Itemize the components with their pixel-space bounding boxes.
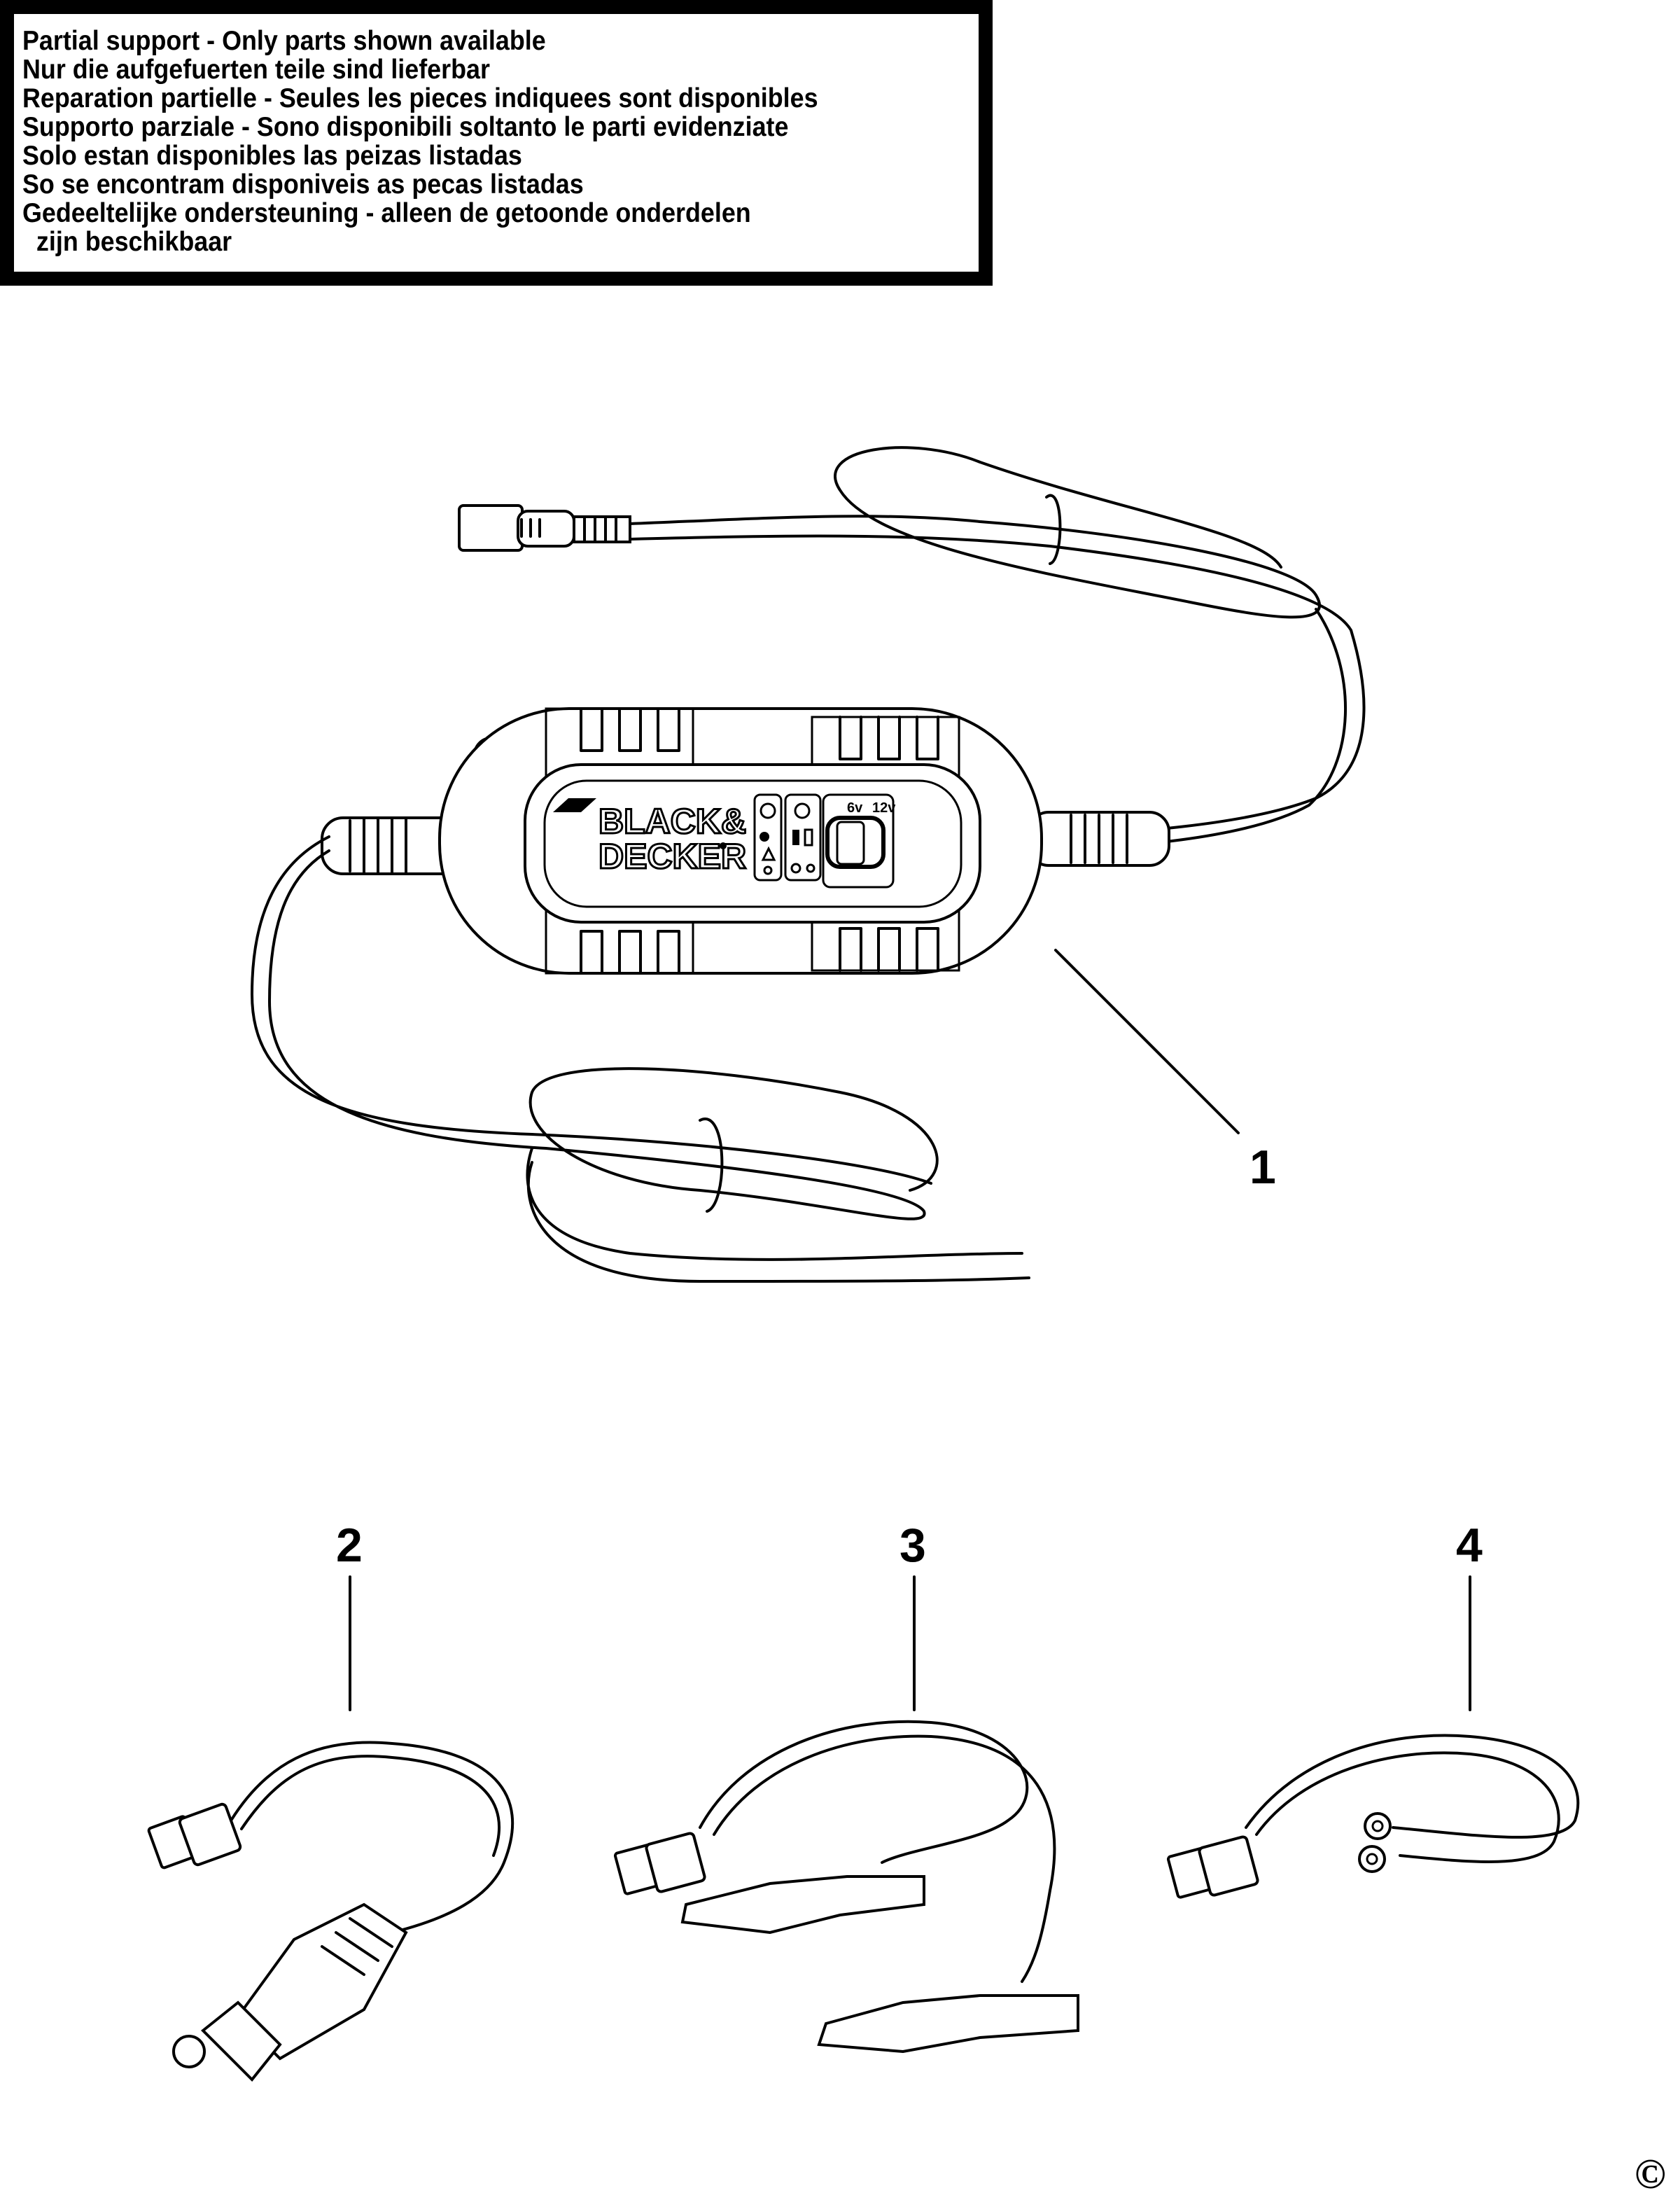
notice-line: Gedeeltelijke ondersteuning - alleen de … <box>22 198 751 228</box>
warning-icon <box>761 846 776 861</box>
brand-logo-line1: BLACK& <box>598 802 746 841</box>
part-2-cigarette-lighter-adapter[interactable] <box>147 1741 514 2082</box>
part-4-ring-terminals[interactable] <box>1166 1734 1580 1899</box>
brand-logo-icon <box>553 798 596 812</box>
part-number-2: 2 <box>336 1519 363 1572</box>
charger-panel <box>524 763 981 924</box>
cable-coil-bottom <box>251 835 1030 1283</box>
part-number-4: 4 <box>1456 1519 1483 1572</box>
sun-icon <box>790 863 802 874</box>
switch-label-6v: 6v <box>847 800 863 816</box>
part-3-battery-clamps[interactable] <box>613 1720 1079 2054</box>
sae-connector-top <box>458 504 631 552</box>
status-indicators <box>753 793 822 882</box>
part-number-3: 3 <box>899 1519 926 1572</box>
notice-line: Nur die aufgefuerten teile sind lieferba… <box>22 55 490 85</box>
cable-tie <box>1045 494 1062 565</box>
switch-label-12v: 12v <box>872 800 896 816</box>
notice-line: So se encontram disponiveis as pecas lis… <box>22 169 584 200</box>
part-1-charger[interactable]: BLACK& DECKER 6v 12v <box>251 446 1366 1283</box>
notice-line: Supporto parziale - Sono disponibili sol… <box>22 112 789 142</box>
notice-line: Partial support - Only parts shown avail… <box>22 26 546 56</box>
notice-line: zijn beschikbaar <box>22 227 232 257</box>
partial-support-notice: Partial support - Only parts shown avail… <box>0 0 993 286</box>
notice-line: Reparation partielle - Seules les pieces… <box>22 83 818 113</box>
voltage-switch[interactable]: 6v 12v <box>822 793 896 889</box>
notice-line: Solo estan disponibles las peizas listad… <box>22 141 522 171</box>
plug-icon <box>760 832 769 842</box>
leader-line-1 <box>1054 949 1240 1134</box>
cable-coil-top <box>629 446 1366 838</box>
battery-icon <box>792 830 799 845</box>
strain-relief-right <box>1028 811 1170 867</box>
copyright-mark: © <box>1634 2151 1666 2197</box>
part-number-1: 1 <box>1250 1141 1276 1194</box>
